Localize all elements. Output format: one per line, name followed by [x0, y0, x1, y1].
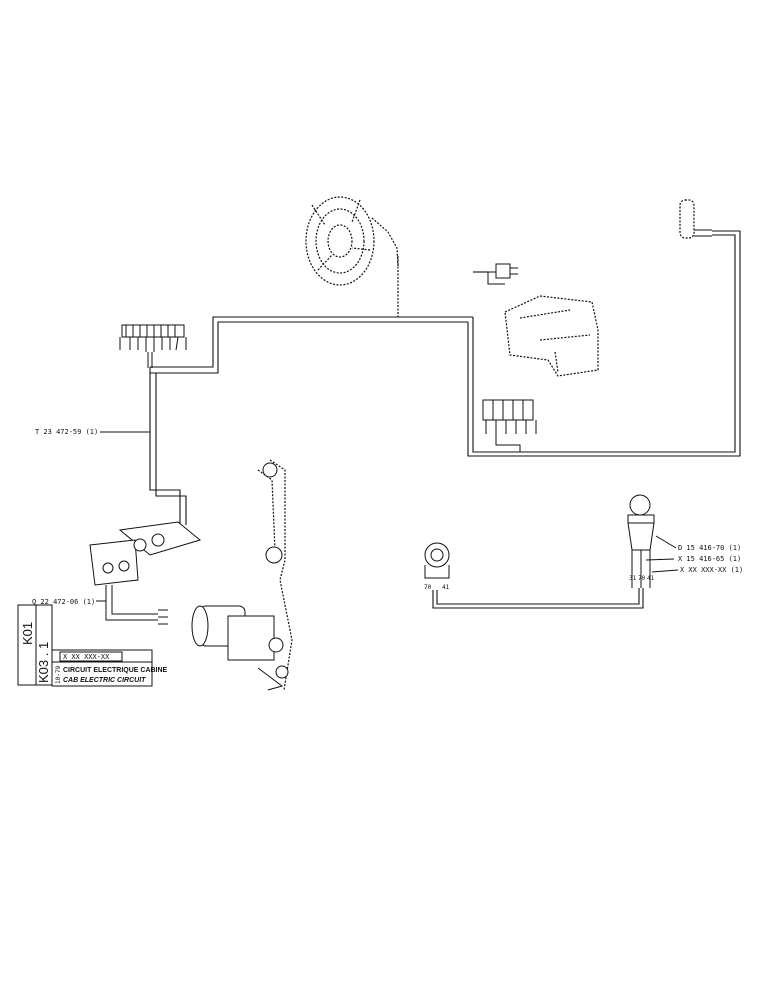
- bracket-assembly: [89, 521, 202, 625]
- connector-ref-label: X 15 416-65 (1): [678, 555, 741, 563]
- tb-title-en: CAB ELECTRIC CIRCUIT: [63, 677, 146, 684]
- wire-ref-label: X XX XXX-XX (1): [680, 566, 743, 574]
- pressure-switch: [627, 494, 655, 588]
- terminal-block: [119, 324, 187, 368]
- top-right-connector: [679, 199, 712, 239]
- tb-code-left: K01: [20, 622, 35, 645]
- cab-box-component: [504, 295, 599, 377]
- pin-label: 41: [442, 584, 450, 591]
- tb-title-fr: CIRCUIT ELECTRIQUE CABINE: [63, 667, 168, 674]
- switch-leaders: [645, 535, 679, 573]
- tb-part-number: X XX XXX-XX: [63, 653, 110, 661]
- title-block: [17, 604, 153, 687]
- fuse-connector-block: [482, 399, 537, 452]
- pin-label: 31: [629, 575, 637, 582]
- lamp-harness-inner: [436, 588, 640, 605]
- pin-label: 70: [638, 575, 646, 582]
- harness-lower-label: Q 22 472-06 (1): [32, 598, 95, 606]
- switch-ref-label: D 15 416-70 (1): [678, 544, 741, 552]
- lamp-harness: [432, 588, 644, 609]
- pin-label: 41: [647, 575, 655, 582]
- main-harness: [149, 230, 741, 525]
- pin-label: 70: [424, 584, 432, 591]
- lamp-socket: [424, 542, 450, 579]
- tb-code-right: K03 . 1: [36, 642, 51, 683]
- motor-assembly: [191, 459, 293, 691]
- tb-date: 10-79: [55, 666, 62, 684]
- circular-gauge-component: [305, 196, 399, 286]
- relay-switch: [487, 263, 518, 285]
- harness-main-label: T 23 472-59 (1): [35, 428, 98, 436]
